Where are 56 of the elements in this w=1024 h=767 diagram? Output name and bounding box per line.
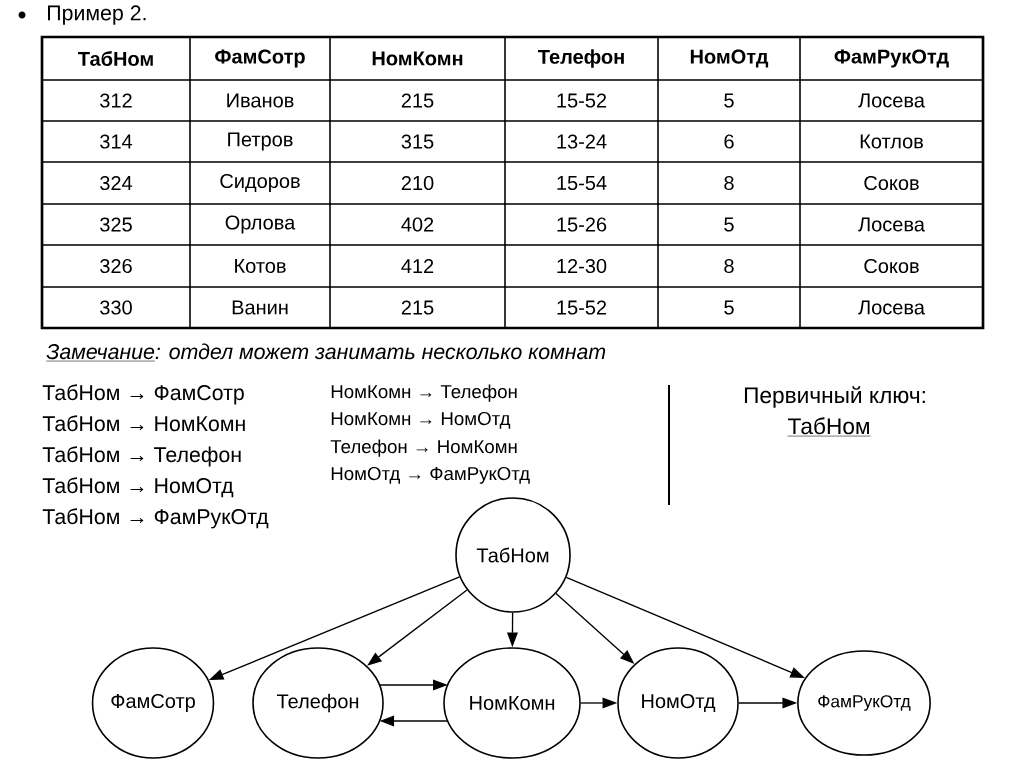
dependency-text: Телефон → НомКомн bbox=[330, 439, 517, 457]
table-cell: 315 bbox=[329, 120, 506, 163]
table-cell: Ванин bbox=[189, 286, 331, 329]
table-cell: 210 bbox=[329, 161, 506, 205]
table-cell: 314 bbox=[41, 120, 191, 163]
table-cell: 325 bbox=[41, 203, 191, 246]
dependency-text: ТабНом → НомОтд bbox=[42, 477, 234, 498]
table-cell: Петров bbox=[189, 120, 331, 163]
dependency-text: НомОтд → ФамРукОтд bbox=[331, 466, 530, 484]
dependency-text: ТабНом → ФамСотр bbox=[42, 384, 244, 405]
table-cell: Телефон bbox=[504, 36, 659, 81]
dependency-text: ТабНом → Телефон bbox=[42, 446, 241, 467]
table-cell: Котлов bbox=[799, 120, 984, 163]
table-cell: 8 bbox=[657, 161, 801, 205]
table-cell: Орлова bbox=[189, 203, 331, 246]
dependency-text: НомКомн → НомОтд bbox=[331, 411, 511, 429]
table-cell: 6 bbox=[657, 120, 801, 163]
table-cell: Лосева bbox=[799, 286, 984, 329]
table-cell: Лосева bbox=[799, 203, 984, 246]
table-cell: Лосева bbox=[799, 79, 984, 122]
table-cell: 324 bbox=[41, 161, 191, 205]
table-cell: 326 bbox=[41, 244, 191, 288]
key-value: ТабНом bbox=[787, 417, 871, 437]
table-cell: 5 bbox=[657, 286, 801, 329]
table-cell: 215 bbox=[329, 79, 506, 122]
table-cell: ФамРукОтд bbox=[799, 36, 984, 81]
title: Пример 2. bbox=[48, 5, 146, 25]
table-cell: 330 bbox=[41, 286, 191, 329]
table-cell: 412 bbox=[329, 244, 506, 288]
table-cell: 15-54 bbox=[504, 161, 659, 205]
dependency-text: НомКомн → Телефон bbox=[331, 384, 517, 402]
table-cell: 5 bbox=[657, 203, 801, 246]
table-cell: 5 bbox=[657, 79, 801, 122]
table-cell: 15-26 bbox=[504, 203, 659, 246]
table-cell: 312 bbox=[41, 79, 191, 122]
dependency-text: ТабНом → НомКомн bbox=[42, 415, 245, 432]
table-cell: Иванов bbox=[189, 79, 331, 122]
table-cell: НомОтд bbox=[657, 36, 801, 81]
note: Замечание: отдел может занимать несколько комнат bbox=[46, 343, 606, 362]
table-cell: ФамСотр bbox=[189, 36, 331, 81]
table-cell: 13-24 bbox=[504, 120, 659, 163]
table-cell: Соков bbox=[799, 244, 984, 288]
key-label: Первичный ключ: bbox=[744, 386, 925, 408]
label: ТабНом bbox=[78, 51, 153, 66]
table-cell: 12-30 bbox=[504, 244, 659, 288]
table-cell: 15-52 bbox=[504, 79, 659, 122]
table-cell: НомКомн bbox=[329, 36, 506, 81]
table-cell: 402 bbox=[329, 203, 506, 246]
arrow bbox=[367, 589, 468, 666]
table-cell: 8 bbox=[657, 244, 801, 288]
dependency-text: ТабНом → ФамРукОтд bbox=[42, 508, 269, 529]
table-cell: 15-52 bbox=[504, 286, 659, 329]
table-cell: Соков bbox=[799, 161, 984, 205]
table-cell: 215 bbox=[329, 286, 506, 329]
table-cell: Котов bbox=[189, 244, 331, 288]
table-cell: Сидоров bbox=[189, 161, 331, 205]
